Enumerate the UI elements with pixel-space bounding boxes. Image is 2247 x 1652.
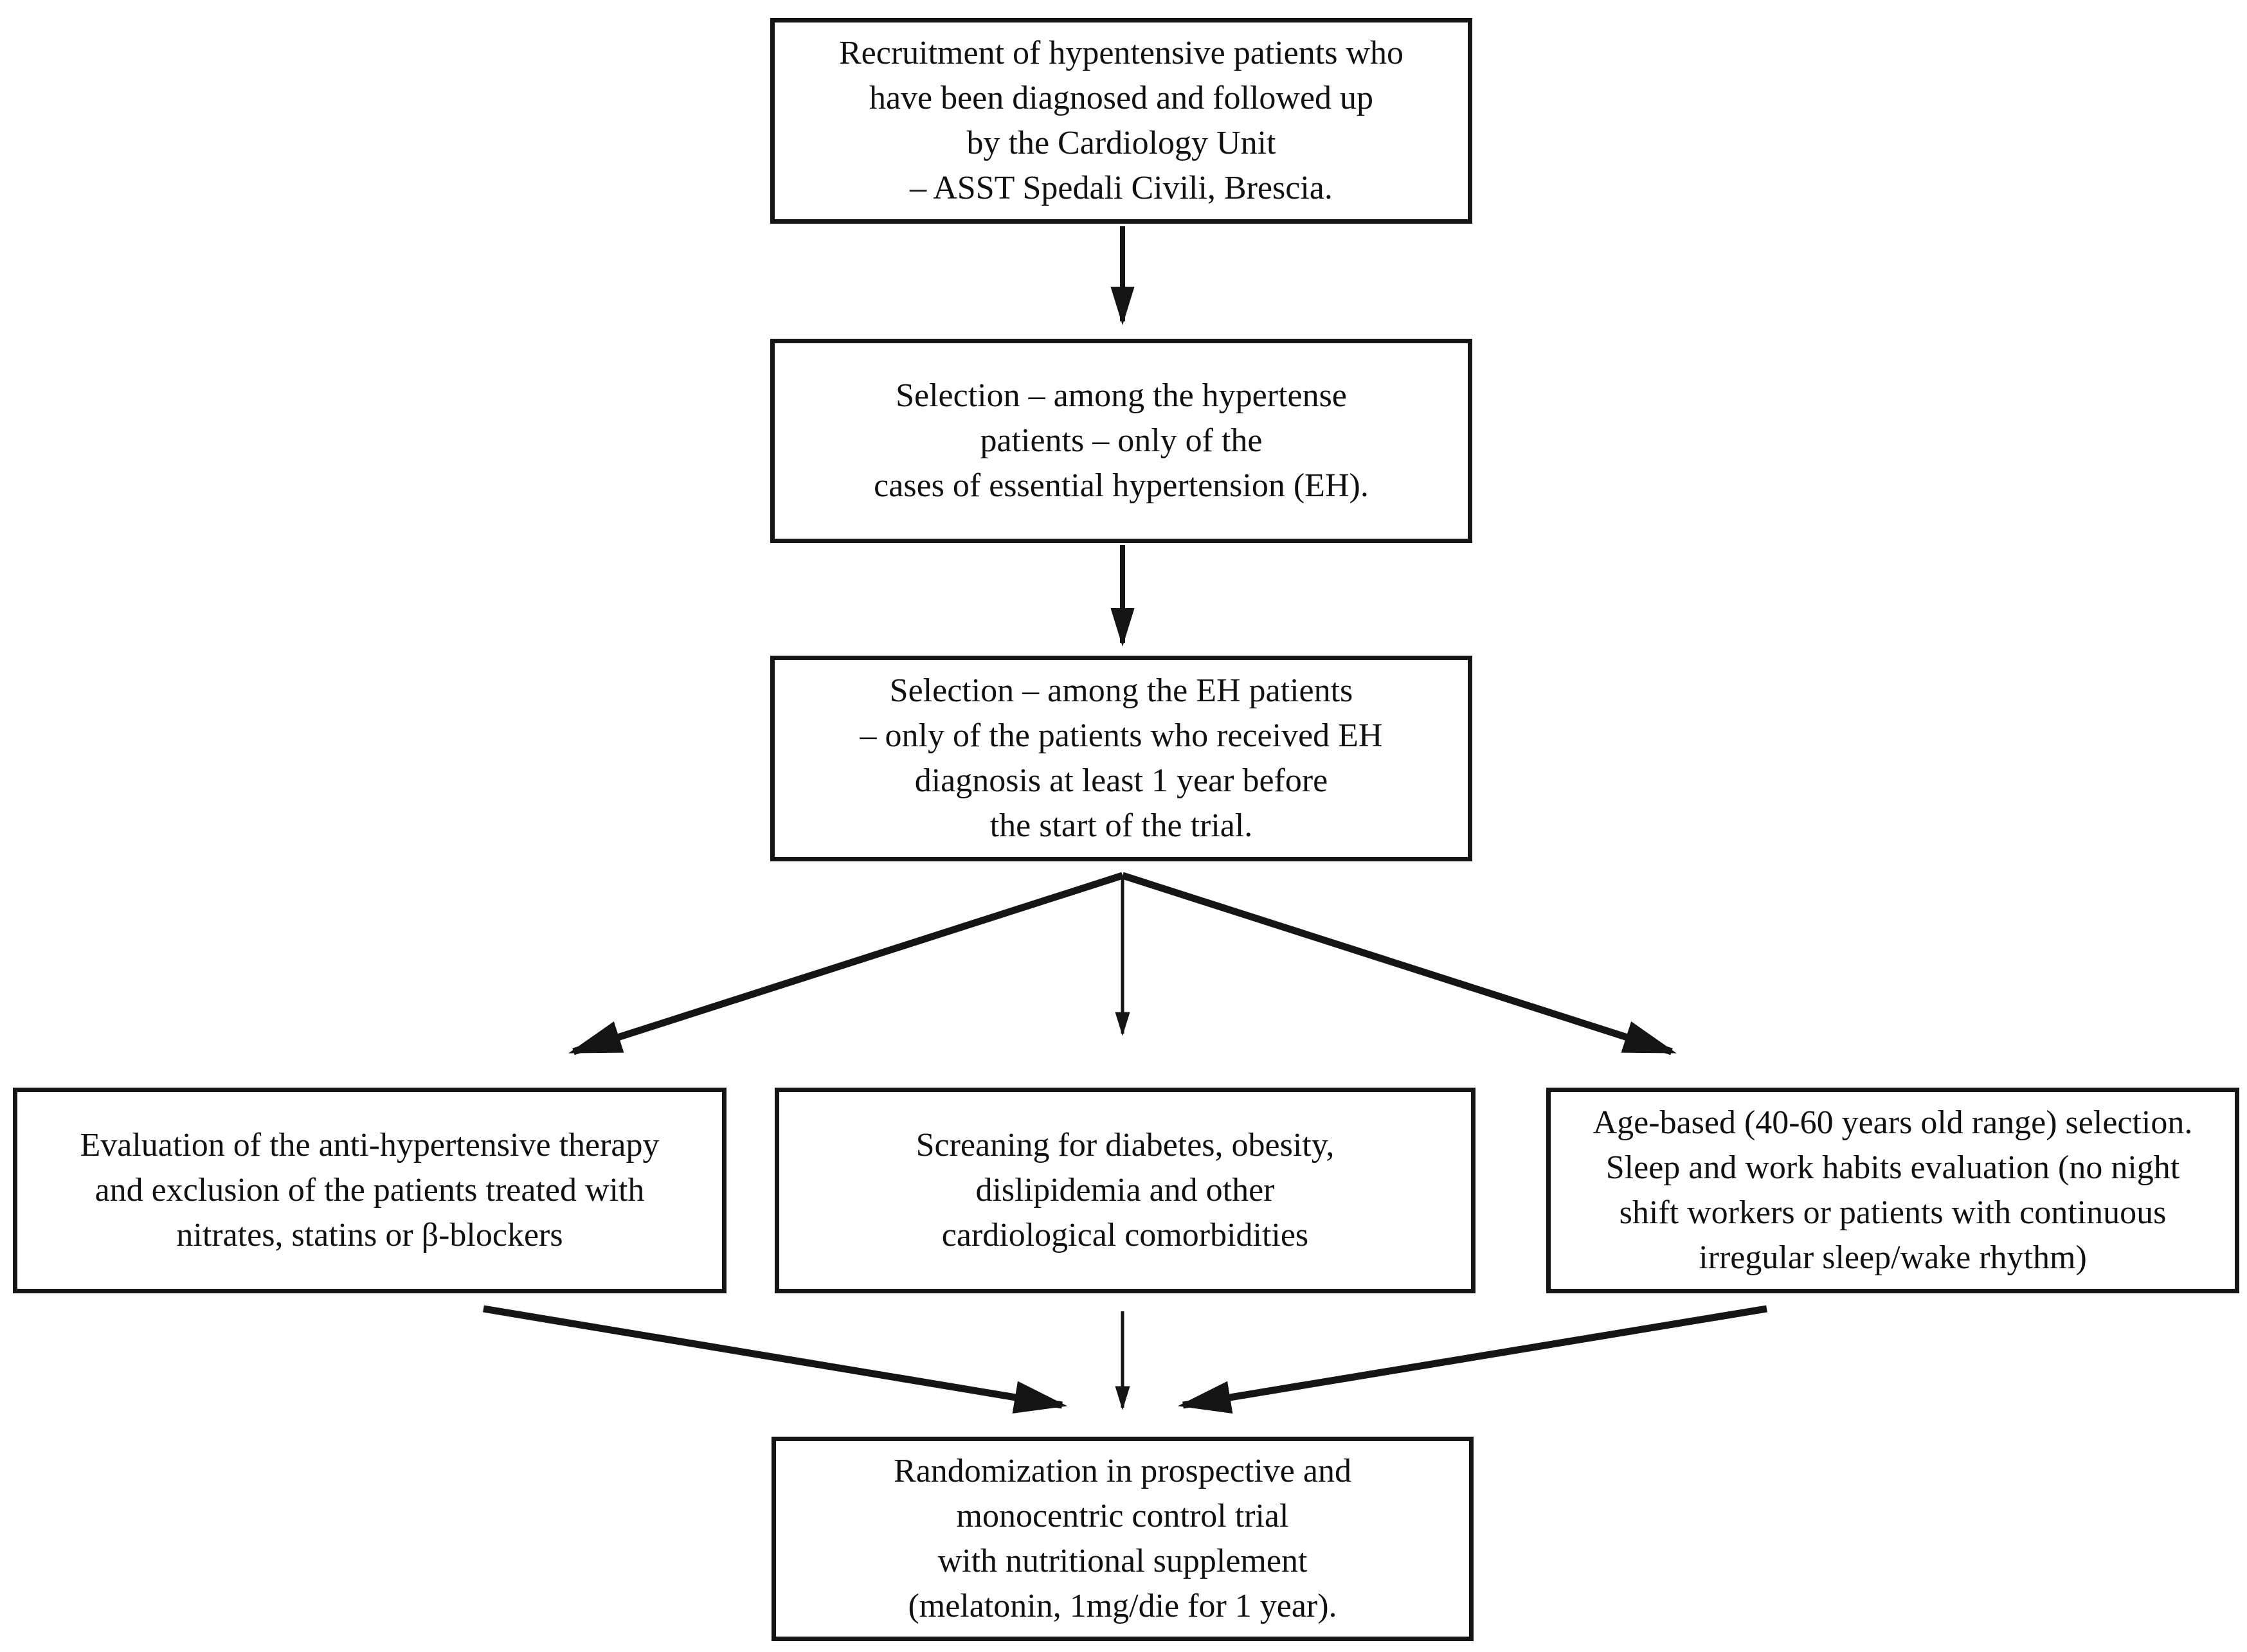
box-therapy-evaluation: Evaluation of the anti-hypertensive ther… — [13, 1088, 726, 1293]
box-randomization: Randomization in prospective and monocen… — [772, 1437, 1474, 1641]
arrow-therapy-to-randomization — [483, 1305, 1068, 1414]
box-selection-eh-text: Selection – among the hypertense patient… — [874, 377, 1369, 505]
arrow-branch-right-to-age — [1121, 872, 1677, 1055]
box-recruitment: Recruitment of hypentensive patients who… — [770, 18, 1472, 224]
box-age-selection: Age-based (40-60 years old range) select… — [1546, 1088, 2239, 1293]
box-selection-1yr: Selection – among the EH patients – only… — [770, 656, 1472, 861]
box-recruitment-text: Recruitment of hypentensive patients who… — [838, 34, 1403, 207]
box-screening: Screaning for diabetes, obesity, dislipi… — [775, 1088, 1475, 1293]
box-therapy-evaluation-text: Evaluation of the anti-hypertensive ther… — [80, 1126, 660, 1254]
arrow-branch-left-to-therapy — [568, 872, 1124, 1055]
arrow-age-to-randomization — [1177, 1305, 1767, 1414]
box-randomization-text: Randomization in prospective and monocen… — [894, 1452, 1351, 1625]
box-selection-eh: Selection – among the hypertense patient… — [770, 339, 1472, 543]
box-selection-1yr-text: Selection – among the EH patients – only… — [860, 672, 1383, 845]
box-age-selection-text: Age-based (40-60 years old range) select… — [1593, 1104, 2193, 1277]
box-screening-text: Screaning for diabetes, obesity, dislipi… — [916, 1126, 1335, 1254]
